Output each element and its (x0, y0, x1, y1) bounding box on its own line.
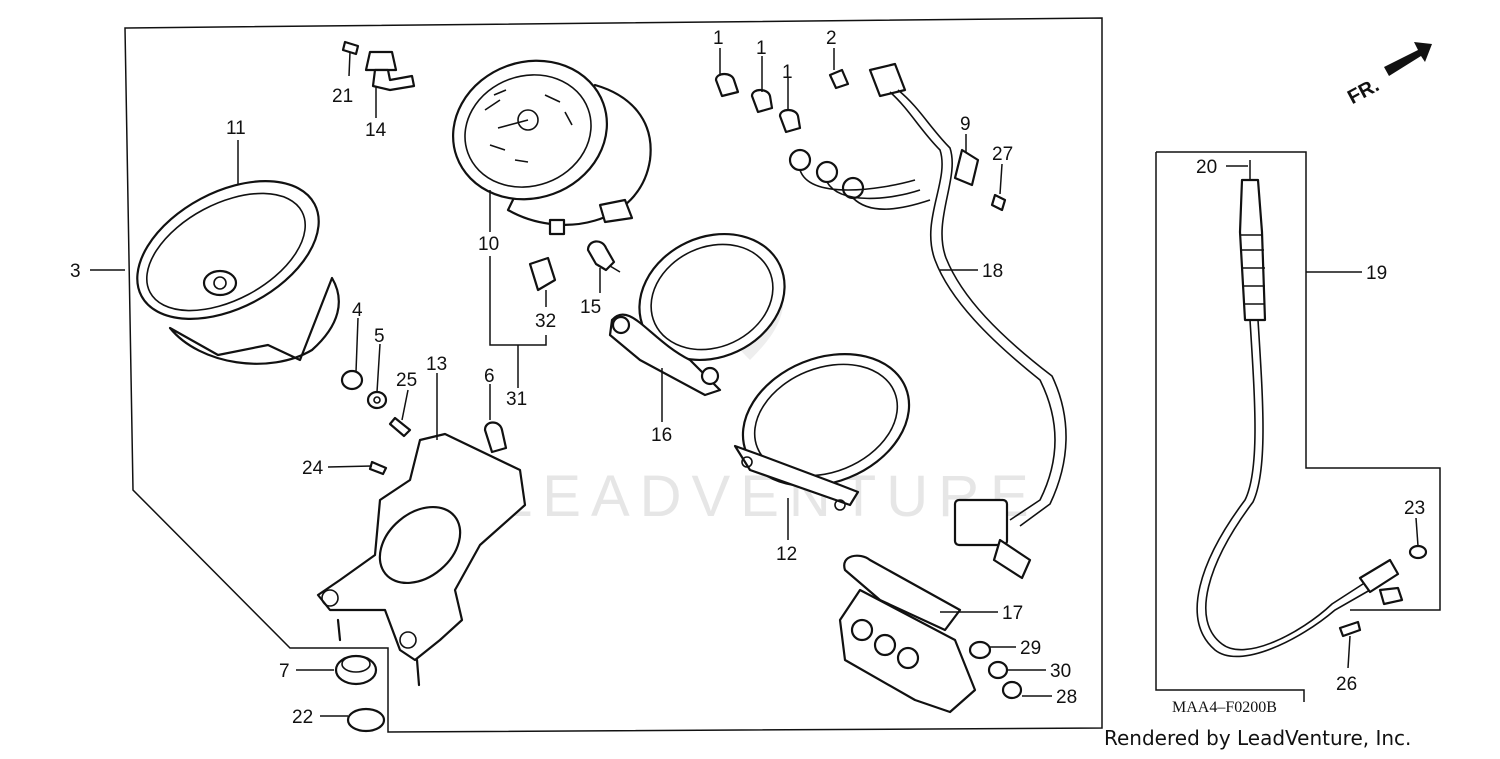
front-label: FR. (1344, 74, 1383, 109)
nut-30-part (987, 660, 1009, 680)
leader-lines (90, 48, 1419, 717)
grommet-4-part (340, 369, 364, 391)
main-assembly-frame (124, 17, 1103, 733)
callout-4: 4 (352, 300, 363, 321)
bulb-6-part (483, 421, 508, 454)
gearbox-14-part (364, 50, 416, 92)
bulb-1a-part (714, 72, 740, 98)
callout-1b: 1 (756, 38, 767, 59)
callout-26: 26 (1336, 674, 1357, 695)
speedometer-part (452, 59, 652, 236)
bulb-1c-part (778, 108, 802, 134)
callout-25: 25 (396, 370, 417, 391)
callout-21: 21 (332, 86, 353, 107)
indicator-panel-17-part (838, 554, 977, 714)
callout-15: 15 (580, 297, 601, 318)
washer-29-part (968, 640, 992, 660)
callout-13: 13 (426, 354, 447, 375)
callout-29: 29 (1020, 638, 1041, 659)
callout-17: 17 (1002, 603, 1023, 624)
screw-26-part (1338, 620, 1362, 638)
callout-labels: 1 1 1 2 3 4 5 6 7 9 10 11 12 13 14 15 16… (70, 28, 1425, 728)
callout-31: 31 (506, 389, 527, 410)
callout-18: 18 (982, 261, 1003, 282)
cap-22-part (346, 707, 386, 733)
callout-16: 16 (651, 425, 672, 446)
callout-14: 14 (365, 120, 387, 141)
nut-28-part (1001, 680, 1023, 700)
callout-5: 5 (374, 326, 385, 347)
mount-band-16-part (608, 232, 786, 397)
bulb-1b-part (750, 88, 774, 114)
washer-5-part (366, 390, 388, 410)
clamp-9-part (953, 148, 980, 187)
callout-28: 28 (1056, 687, 1077, 708)
callout-12: 12 (776, 544, 797, 565)
screw-25-part (388, 416, 412, 438)
callout-11: 11 (226, 118, 246, 139)
callout-32: 32 (535, 311, 556, 332)
callout-2: 2 (826, 28, 837, 49)
meter-bracket-13-part (316, 432, 527, 687)
callout-6: 6 (484, 366, 495, 387)
speedometer-cable-19-part (1196, 160, 1404, 658)
diagram-code: MAA4–F0200B (1172, 699, 1277, 716)
callout-20: 20 (1196, 157, 1217, 178)
cable-assembly-frame (1155, 151, 1441, 702)
callout-1a: 1 (713, 28, 724, 49)
callout-24: 24 (302, 458, 324, 479)
screw-24-part (368, 460, 388, 476)
credit-text: Rendered by LeadVenture, Inc. (1104, 726, 1412, 750)
grommet-7-part (334, 654, 378, 686)
callout-3: 3 (70, 261, 81, 282)
callout-9: 9 (960, 114, 971, 135)
callout-1c: 1 (782, 62, 793, 83)
callout-19: 19 (1366, 263, 1387, 284)
front-arrow-icon (1384, 42, 1432, 76)
front-direction-indicator: FR. (1344, 42, 1432, 109)
gasket-12-part (733, 353, 911, 511)
meter-case-part (136, 180, 340, 365)
clip-32-part (528, 256, 557, 292)
screw-27-part (990, 193, 1007, 212)
callout-10: 10 (478, 234, 499, 255)
callout-23: 23 (1404, 498, 1425, 519)
callout-22: 22 (292, 707, 313, 728)
washer-23-part (1408, 544, 1428, 560)
clip-2-part (828, 68, 850, 90)
bulb-socket-15-part (586, 240, 621, 273)
wire-harness-18-part (788, 62, 1067, 580)
callout-30: 30 (1050, 661, 1071, 682)
screw-21-part (341, 40, 360, 77)
callout-27: 27 (992, 144, 1013, 165)
callout-7: 7 (279, 661, 290, 682)
